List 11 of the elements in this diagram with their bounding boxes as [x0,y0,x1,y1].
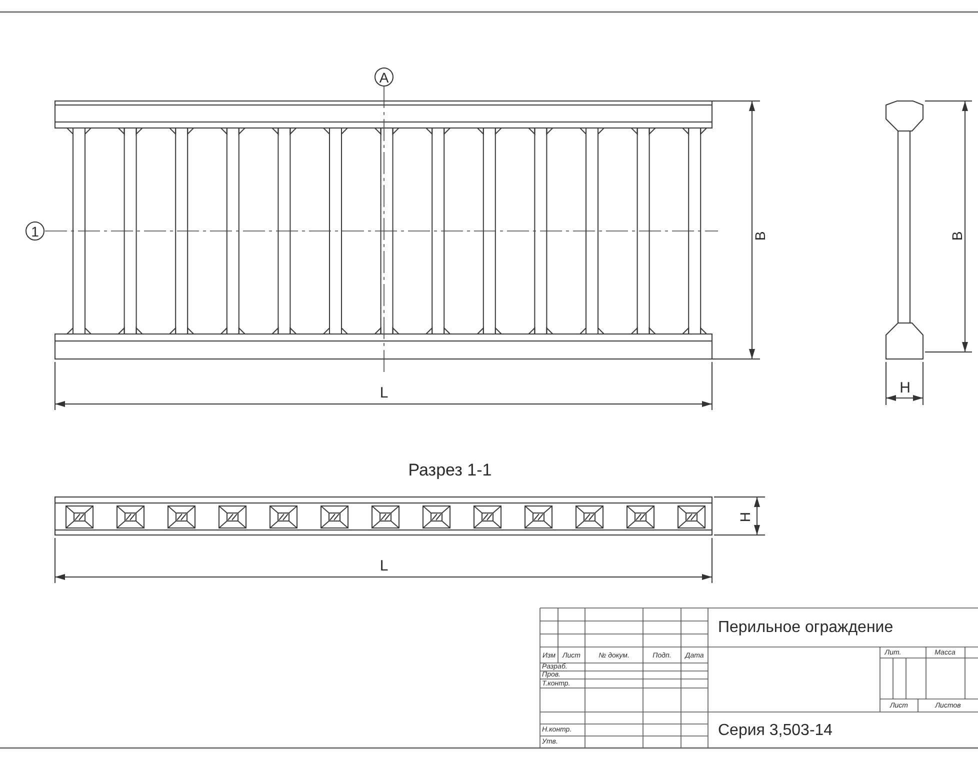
dimension-label: B [753,231,767,241]
dimension-label: L [380,558,388,574]
section-title: Разрез 1-1 [408,462,492,478]
dimension-label: L [380,386,388,400]
series-number: Серия 3,503-14 [718,723,833,739]
dimension-label: B [950,231,964,241]
axis-marker: A [374,68,394,86]
dimension-label: H [738,512,752,522]
section-marker: 1 [26,222,44,240]
dimension-label: H [900,380,910,396]
drawing-title: Перильное ограждение [718,620,894,636]
